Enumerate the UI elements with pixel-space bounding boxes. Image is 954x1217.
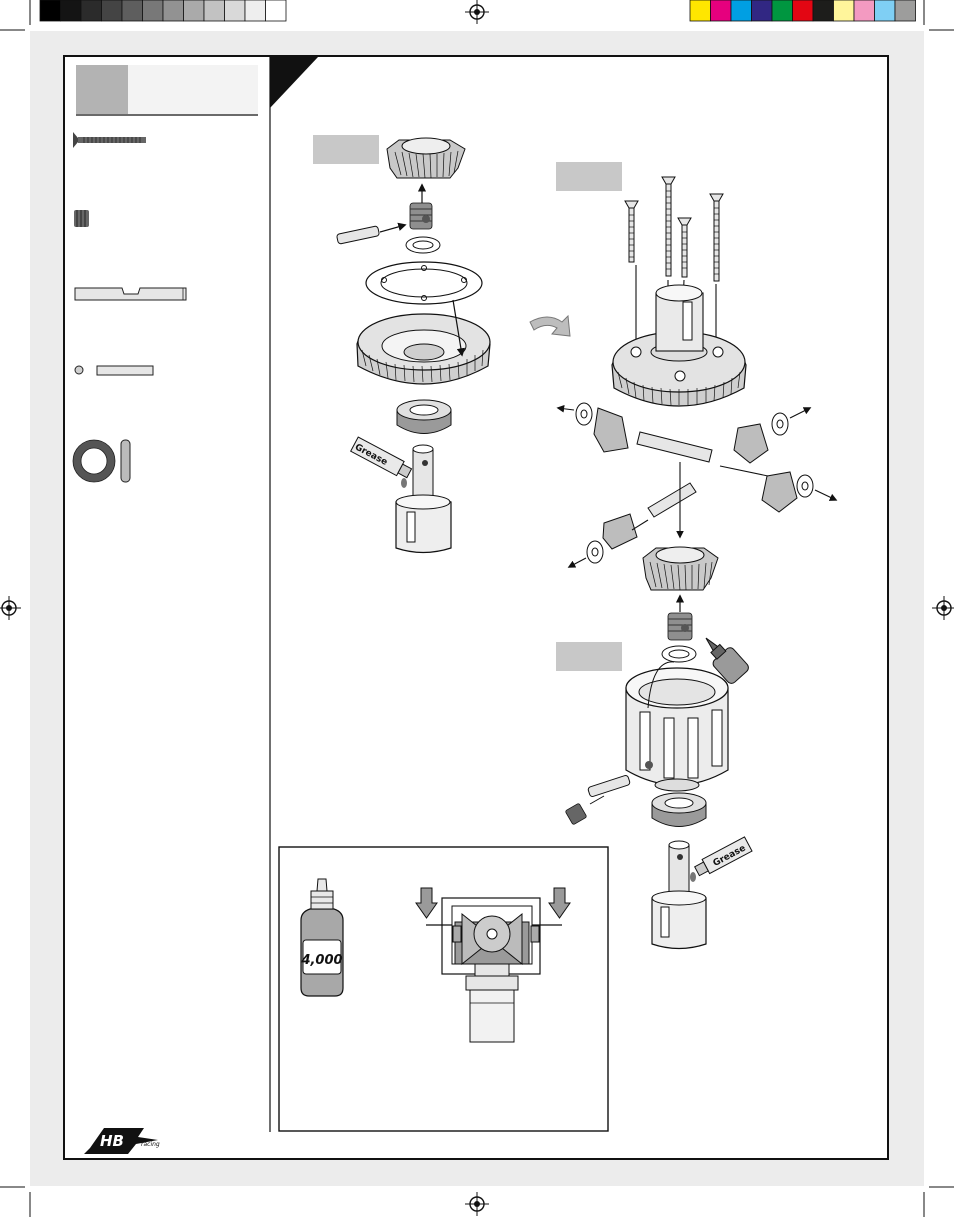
crosshair-icon — [931, 595, 954, 621]
grease-tube-icon: Grease — [694, 836, 753, 877]
calibration-swatch — [812, 0, 834, 22]
calibration-swatch — [751, 0, 773, 22]
bearing-icon — [396, 399, 452, 434]
oil-bottle-icon — [705, 637, 749, 684]
section-corner-mark — [270, 57, 318, 108]
calibration-swatch — [833, 0, 855, 22]
crosshair-icon — [0, 595, 22, 621]
countersunk-screw-icon — [624, 176, 724, 282]
calibration-swatch — [710, 0, 732, 22]
calibration-swatch — [60, 0, 82, 22]
grease-dab-mark — [401, 478, 407, 488]
assembly-arrows — [556, 404, 838, 568]
guide-line — [647, 661, 675, 709]
ring-gear-icon — [611, 284, 747, 407]
washer-icon — [575, 402, 814, 564]
pin-icon — [587, 775, 631, 797]
bevel-gear-icon — [386, 137, 466, 179]
calibration-swatch — [203, 0, 225, 22]
calibration-swatch — [142, 0, 164, 22]
set-screw-icon — [74, 210, 89, 227]
crosshair-icon — [464, 1191, 490, 1217]
gasket-icon — [365, 261, 483, 305]
grease-tube-icon: Grease — [350, 436, 413, 479]
bevel-gear-icon — [593, 407, 798, 550]
step-number-block — [76, 65, 128, 114]
o-ring-icon — [72, 439, 131, 483]
sub-step-label-a — [313, 135, 379, 164]
sub-step-label-b — [556, 162, 622, 191]
hb-logo-icon: HB racing — [84, 1128, 160, 1154]
bearing-icon — [651, 792, 707, 827]
diff-case-cross-section-icon — [426, 897, 562, 1043]
o-ring-icon — [405, 236, 441, 254]
color-calibration-bar — [689, 0, 916, 22]
calibration-swatch — [244, 0, 266, 22]
calibration-swatch — [224, 0, 246, 22]
calibration-swatch — [80, 0, 102, 22]
set-screw-icon — [667, 612, 693, 641]
arrow-mark — [379, 222, 407, 233]
calibration-swatch — [894, 0, 916, 22]
calibration-swatch — [874, 0, 896, 22]
calibration-swatch — [853, 0, 875, 22]
bevel-gear-icon — [642, 546, 719, 591]
set-screw-icon — [565, 803, 587, 825]
outdrive-icon — [395, 444, 452, 554]
grease-dab-mark — [690, 872, 696, 882]
arrow-down-mark — [415, 887, 571, 919]
shaft-icon — [636, 431, 713, 518]
grayscale-calibration-bar — [39, 0, 287, 22]
sub-step-label-c — [556, 642, 622, 671]
svg-text:racing: racing — [141, 1141, 160, 1148]
oil-bottle-icon: 4,000 — [300, 878, 344, 997]
calibration-swatch — [689, 0, 711, 22]
calibration-swatch — [771, 0, 793, 22]
pin-icon — [74, 365, 154, 376]
guide-line — [589, 795, 605, 805]
outdrive-icon — [651, 840, 707, 950]
screw-thread-marks — [629, 190, 719, 275]
set-screw-icon — [409, 202, 433, 230]
calibration-swatch — [265, 0, 287, 22]
calibration-swatch — [792, 0, 814, 22]
svg-text:HB: HB — [100, 1132, 124, 1150]
calibration-swatch — [162, 0, 184, 22]
shaft-icon — [74, 287, 187, 301]
countersunk-screw-icon — [73, 132, 146, 148]
diff-case-icon — [625, 667, 729, 792]
calibration-swatch — [730, 0, 752, 22]
step-title-block — [128, 65, 258, 114]
calibration-swatch — [39, 0, 61, 22]
ring-gear-icon — [356, 313, 491, 385]
calibration-swatch — [101, 0, 123, 22]
calibration-swatch — [183, 0, 205, 22]
o-ring-icon — [661, 645, 697, 663]
svg-text:4,000: 4,000 — [300, 953, 342, 968]
pin-icon — [336, 225, 380, 245]
arrow-down-mark — [452, 299, 466, 357]
rotate-arrow-icon — [529, 314, 571, 337]
calibration-swatch — [121, 0, 143, 22]
crosshair-icon — [464, 0, 490, 25]
